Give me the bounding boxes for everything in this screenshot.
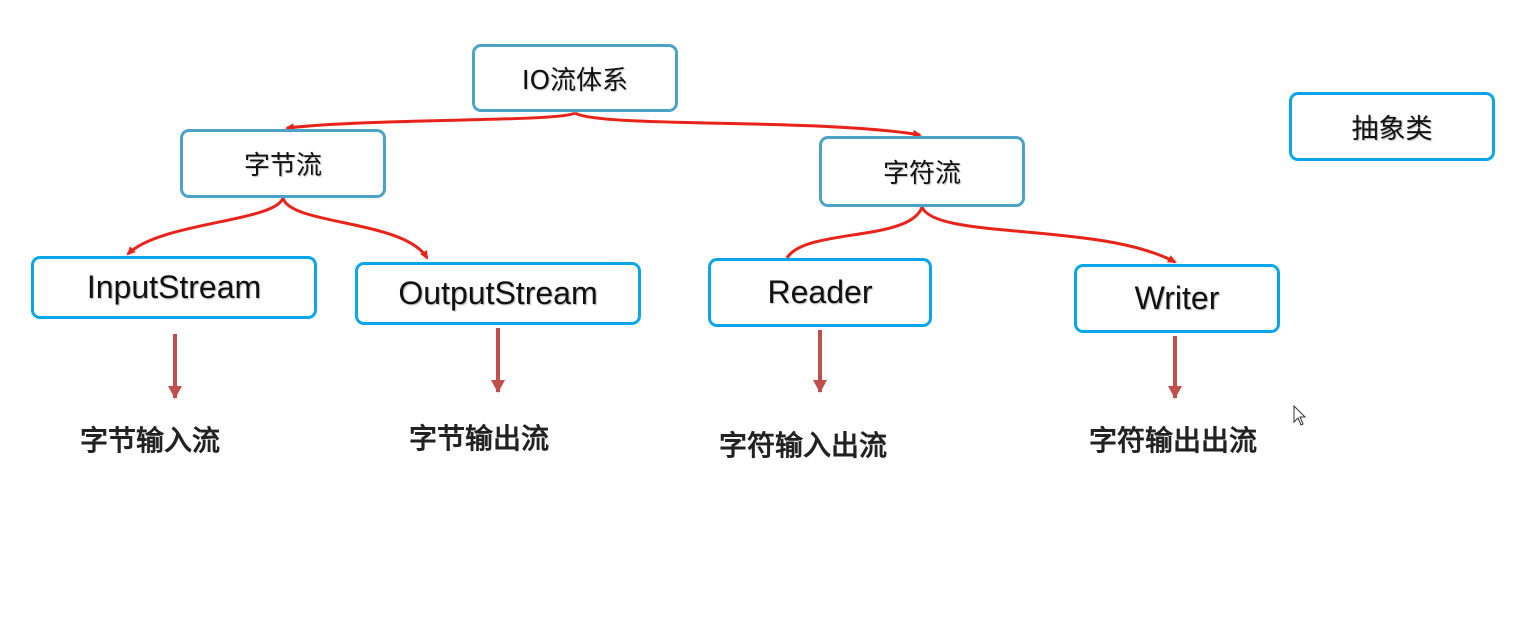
inputstream-node: InputStream: [31, 256, 317, 319]
edge-root-to-char-stream: [574, 111, 922, 138]
reader-node: Reader: [708, 258, 932, 327]
caption-char-output-stream: 字符输出出流: [1089, 424, 1258, 457]
edge-byte-stream-to-outputstream: [281, 197, 429, 260]
byte-stream-node: 字节流: [180, 129, 386, 198]
edge-char-stream-to-writer: [920, 206, 1177, 264]
root-node-title: IO流体系: [472, 44, 678, 112]
caption-byte-input-stream: 字节输入流: [80, 424, 221, 457]
edge-root-to-byte-stream: [285, 111, 576, 132]
mouse-pointer-icon: [1293, 405, 1307, 426]
caption-char-input-stream: 字符输入出流: [719, 429, 888, 462]
writer-node: Writer: [1074, 264, 1280, 333]
edge-char-stream-to-reader: [785, 206, 924, 259]
legend-abstract-class: 抽象类: [1289, 92, 1495, 161]
outputstream-node: OutputStream: [355, 262, 641, 325]
caption-byte-output-stream: 字节输出流: [409, 422, 550, 455]
edge-byte-stream-to-inputstream: [126, 197, 285, 256]
char-stream-node: 字符流: [819, 136, 1025, 207]
